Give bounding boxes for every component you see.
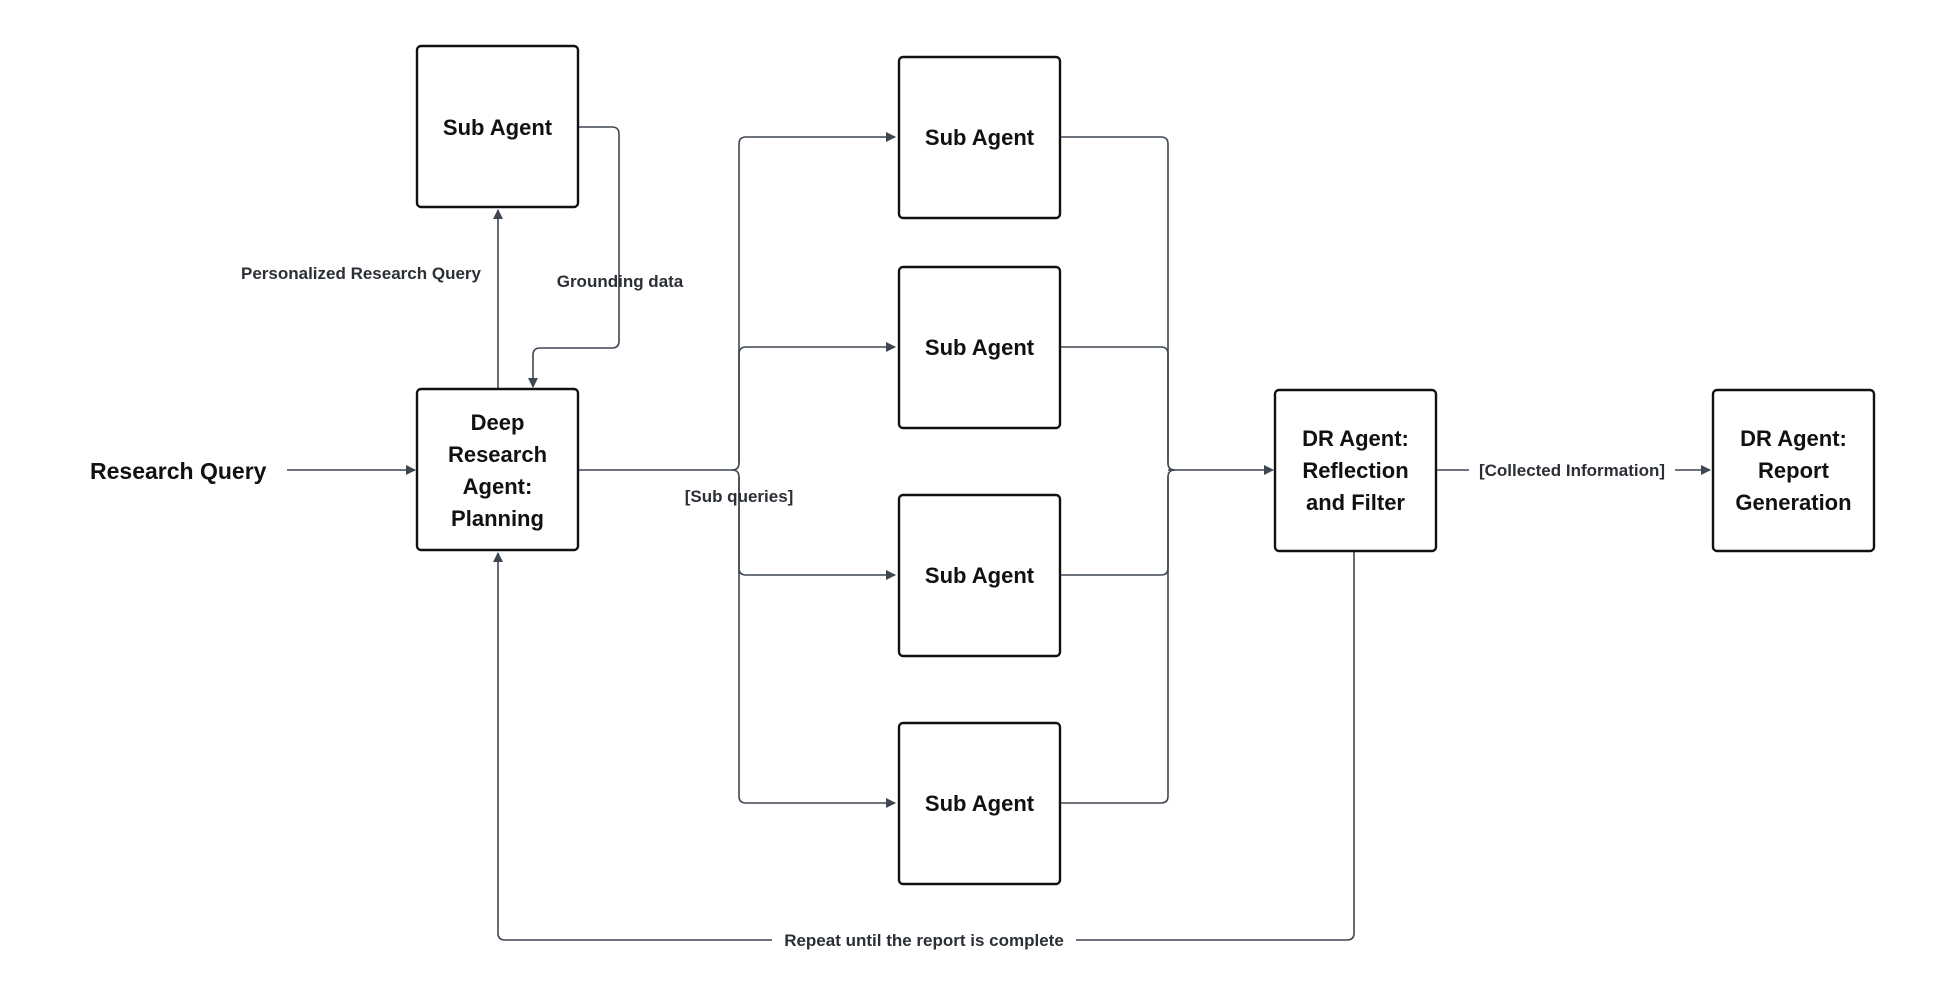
- edge-sub-agent-4-to-merge: [1060, 469, 1176, 804]
- edge-label-personalized-query: Personalized Research Query: [241, 264, 482, 283]
- node-sub-agent-2: Sub Agent: [897, 265, 1062, 430]
- edge-sub-agent-3-to-merge: [1060, 477, 1169, 576]
- node-label: Sub Agent: [925, 125, 1035, 150]
- node-label: Generation: [1735, 490, 1851, 515]
- node-sub-agent-3: Sub Agent: [897, 493, 1062, 658]
- node-sub-agent-4: Sub Agent: [897, 721, 1062, 886]
- edge-label-bg: [772, 928, 1076, 952]
- node-report-agent: DR Agent: Report Generation: [1711, 388, 1876, 553]
- node-label: Research: [448, 442, 547, 467]
- node-label: Agent:: [463, 474, 533, 499]
- edge-fanout-trunk: [738, 132, 896, 463]
- edge-sub-agent-1-to-merge: [1060, 136, 1176, 471]
- node-label: Deep: [471, 410, 525, 435]
- node-label: Sub Agent: [925, 791, 1035, 816]
- node-sub-agent-1: Sub Agent: [897, 55, 1062, 220]
- node-label: Reflection: [1302, 458, 1408, 483]
- node-label: Sub Agent: [443, 115, 553, 140]
- node-label: DR Agent:: [1302, 426, 1409, 451]
- edge-fanout-to-sub-agent-4: [738, 477, 896, 808]
- node-label: Report: [1758, 458, 1830, 483]
- node-label: Sub Agent: [925, 335, 1035, 360]
- edge-label-grounding-data: Grounding data: [557, 272, 684, 291]
- research-query-input-label: Research Query: [90, 458, 267, 484]
- edge-label-collected-information: [Collected Information]: [1479, 461, 1665, 480]
- edge-fanout-to-sub-agent-2: [731, 342, 896, 471]
- node-label: Planning: [451, 506, 544, 531]
- node-planning-agent: Deep Research Agent: Planning: [415, 387, 580, 552]
- edge-label-repeat: Repeat until the report is complete: [784, 931, 1064, 950]
- node-reflection-agent: DR Agent: Reflection and Filter: [1273, 388, 1438, 553]
- node-grounding-sub-agent: Sub Agent: [415, 44, 580, 209]
- node-label: and Filter: [1306, 490, 1405, 515]
- edge-grounding-data: [528, 126, 620, 388]
- node-label: DR Agent:: [1740, 426, 1847, 451]
- edge-label-sub-queries: [Sub queries]: [685, 487, 794, 506]
- edge-sub-agent-2-to-merge: [1060, 346, 1169, 463]
- node-label: Sub Agent: [925, 563, 1035, 588]
- edge-label-bg: [1469, 458, 1675, 482]
- edge-fanout-to-sub-agent-3: [731, 469, 896, 580]
